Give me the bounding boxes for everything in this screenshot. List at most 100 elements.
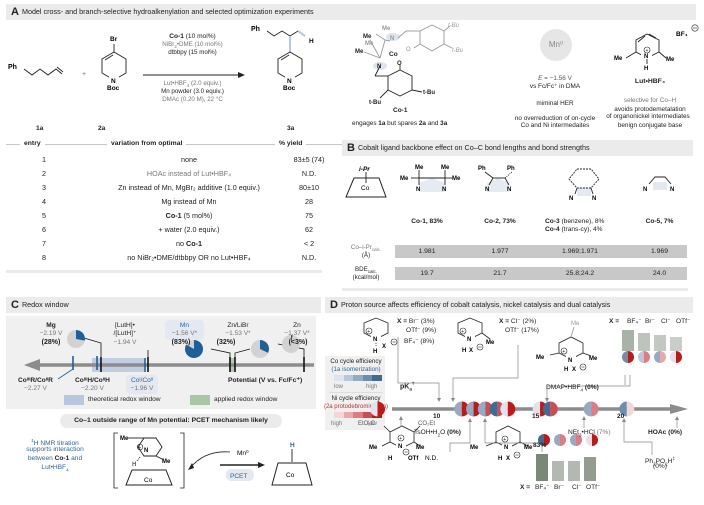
pcet-co-end: Co xyxy=(286,472,295,479)
co1-caption: engages 1a but spares 2a and 3a xyxy=(352,120,448,127)
ni-efficiency-half xyxy=(507,401,516,417)
table-row: 8 no NiBr₂•DME/dtbbpy OR no Lut•HBF₄ N.D… xyxy=(14,251,342,265)
reductant-zn-name: Zn xyxy=(293,322,301,329)
reaction-scheme: Ph + Br N Boc Ph H N Boc xyxy=(8,26,314,92)
co-efficiency-half xyxy=(538,434,544,446)
entry-number: 5 xyxy=(42,211,46,220)
legend-co-sub: (1a isomerization) xyxy=(331,366,381,373)
ligand-co1-n-1: N xyxy=(416,187,420,193)
hantzsch-me-left: Me xyxy=(369,445,378,451)
product-3a-structure xyxy=(266,30,306,81)
reductant-mg-name: Mg xyxy=(46,322,56,329)
picolinium-x: X xyxy=(469,348,473,354)
co-efficiency-half xyxy=(500,401,508,417)
label-1a: 1a xyxy=(36,125,44,132)
legend-divider xyxy=(329,392,383,393)
lutidinium-n: N xyxy=(504,445,508,451)
ph2po2h-yield: (0%) xyxy=(653,463,667,470)
co1-n-1: N xyxy=(390,36,394,42)
hantzsch-drawing xyxy=(381,425,421,449)
ni-efficiency-half xyxy=(544,434,550,446)
co-efficiency-half xyxy=(583,401,592,417)
svg-text:+: + xyxy=(367,329,370,335)
bar xyxy=(654,334,666,351)
pyridinium-bf4: BF₄⁻ (8%) xyxy=(404,338,435,345)
couple-coH-name: CoᴵᴵᴵH/CoᴵᴵH xyxy=(75,377,110,384)
co1-me-1: Me xyxy=(382,26,391,32)
bar xyxy=(622,330,634,351)
ni-efficiency-half xyxy=(676,351,682,363)
co-efficiency-half xyxy=(654,351,660,363)
ligand-co5-n-2: N xyxy=(670,187,674,193)
ligand-co2-drawing xyxy=(484,171,513,186)
label-3a: 3a xyxy=(287,125,295,132)
ph2po2h-label: Ph2PO2H‡ xyxy=(645,456,675,467)
collidinium-me-right: Me xyxy=(589,356,598,362)
mn-potential: E = −1.56 V xyxy=(538,75,572,82)
ni-efficiency-half xyxy=(644,351,650,363)
collidinium-anion-bf4: BF₄⁻ xyxy=(627,318,642,325)
table-row: 3 Zn instead of Mn, MgBr₂ additive (1.0 … xyxy=(14,181,342,195)
entry-number: 2 xyxy=(42,169,46,178)
panel-a-letter: A xyxy=(11,6,19,18)
legend-co-title: Co cycle efficiency xyxy=(330,358,382,365)
co1-me-3: Me xyxy=(365,41,374,47)
co-efficiency-half xyxy=(670,351,676,363)
panel-a-title: Model cross- and branch-selective hydroa… xyxy=(21,7,314,16)
couple-coI-potential: −1.96 V xyxy=(130,385,154,392)
collidinium-anion-br: Br⁻ xyxy=(645,318,656,325)
tsoh-label: TsOH•H2O (0%) xyxy=(414,429,461,438)
lutidinium-bar-marker xyxy=(554,434,566,446)
product-3a-h: H xyxy=(309,38,314,45)
picolinium-n: N xyxy=(467,337,471,343)
table-row: 2 HOAc instead of Lut•HBF₄ N.D. xyxy=(14,167,342,181)
co-efficiency-half xyxy=(454,401,462,417)
pcet-product-h: H xyxy=(290,442,295,449)
panel-d-letter: D xyxy=(330,299,338,311)
condition-acid: Lut•HBF4 (2.0 equiv.) xyxy=(163,80,222,89)
co1-tbu-4: t-Bu xyxy=(369,100,381,106)
yield-value: 80±10 xyxy=(299,183,319,192)
reductant-zn-yield: (<3%) xyxy=(288,339,308,346)
legend-ni-high: high xyxy=(331,421,343,427)
collidinium-me-left: Me xyxy=(536,355,545,361)
bond-length-co5: 1.969 xyxy=(650,248,668,255)
svg-text:+: + xyxy=(399,436,402,442)
plus-sign: + xyxy=(82,71,86,78)
reductant-mg-yield: (28%) xyxy=(41,339,61,346)
co1-o-2: O xyxy=(397,61,402,67)
pka-marker xyxy=(370,401,386,417)
nmr-note-line-4: Lut•HBF4 xyxy=(41,464,69,473)
pka-tick-10: 10 xyxy=(433,413,441,420)
pcet-me-2: Me xyxy=(162,459,171,465)
co1-tbu-3: t-Bu xyxy=(423,90,435,96)
legend-ni-sub: (2a protodebromination) xyxy=(323,404,389,410)
reductant-luth-potential: −1.94 V xyxy=(113,339,137,346)
ligand-co2-n-2: N xyxy=(507,187,511,193)
picolinium-otf: OTf⁻ (17%) xyxy=(505,327,539,334)
bond-length-co3-co4: 1.969;1.971 xyxy=(562,248,598,255)
collidinium-anion-cl: Cl⁻ xyxy=(661,318,671,325)
pcet-h: H xyxy=(132,462,136,468)
potential-axis-arrowhead xyxy=(24,359,40,371)
co-efficiency-half xyxy=(489,401,498,417)
svg-text:+: + xyxy=(503,437,506,443)
table-row: 6 + water (2.0 equiv.) 62 xyxy=(14,223,342,237)
co-ipr-model: i-Pr Co xyxy=(345,166,387,198)
hantzsch-h: H xyxy=(388,456,392,462)
ligand-co2-ph-2: Ph xyxy=(507,166,515,172)
entry-number: 1 xyxy=(42,155,46,164)
reactant-2a-br: Br xyxy=(110,36,118,43)
lut-n: N xyxy=(644,54,648,60)
ligand-backbones: Me Me Me Me N N Ph Ph N N N N N N xyxy=(400,165,674,202)
pka-axis-arrowhead xyxy=(670,404,688,414)
bar xyxy=(638,333,650,351)
collidinium-bar-chart xyxy=(622,329,692,351)
legend-theoretical-label: theoretical redox window xyxy=(88,396,161,403)
variation-text: no Co-1 xyxy=(176,239,202,248)
co-efficiency-half xyxy=(542,401,551,417)
panel-d-title: Proton source affects efficiency of coba… xyxy=(340,300,611,309)
collidinium-h: H xyxy=(564,367,568,373)
mn-note-overreduction-1: no overreduction of on-cycle xyxy=(514,115,596,122)
bond-length-co2: 1.977 xyxy=(491,248,509,255)
